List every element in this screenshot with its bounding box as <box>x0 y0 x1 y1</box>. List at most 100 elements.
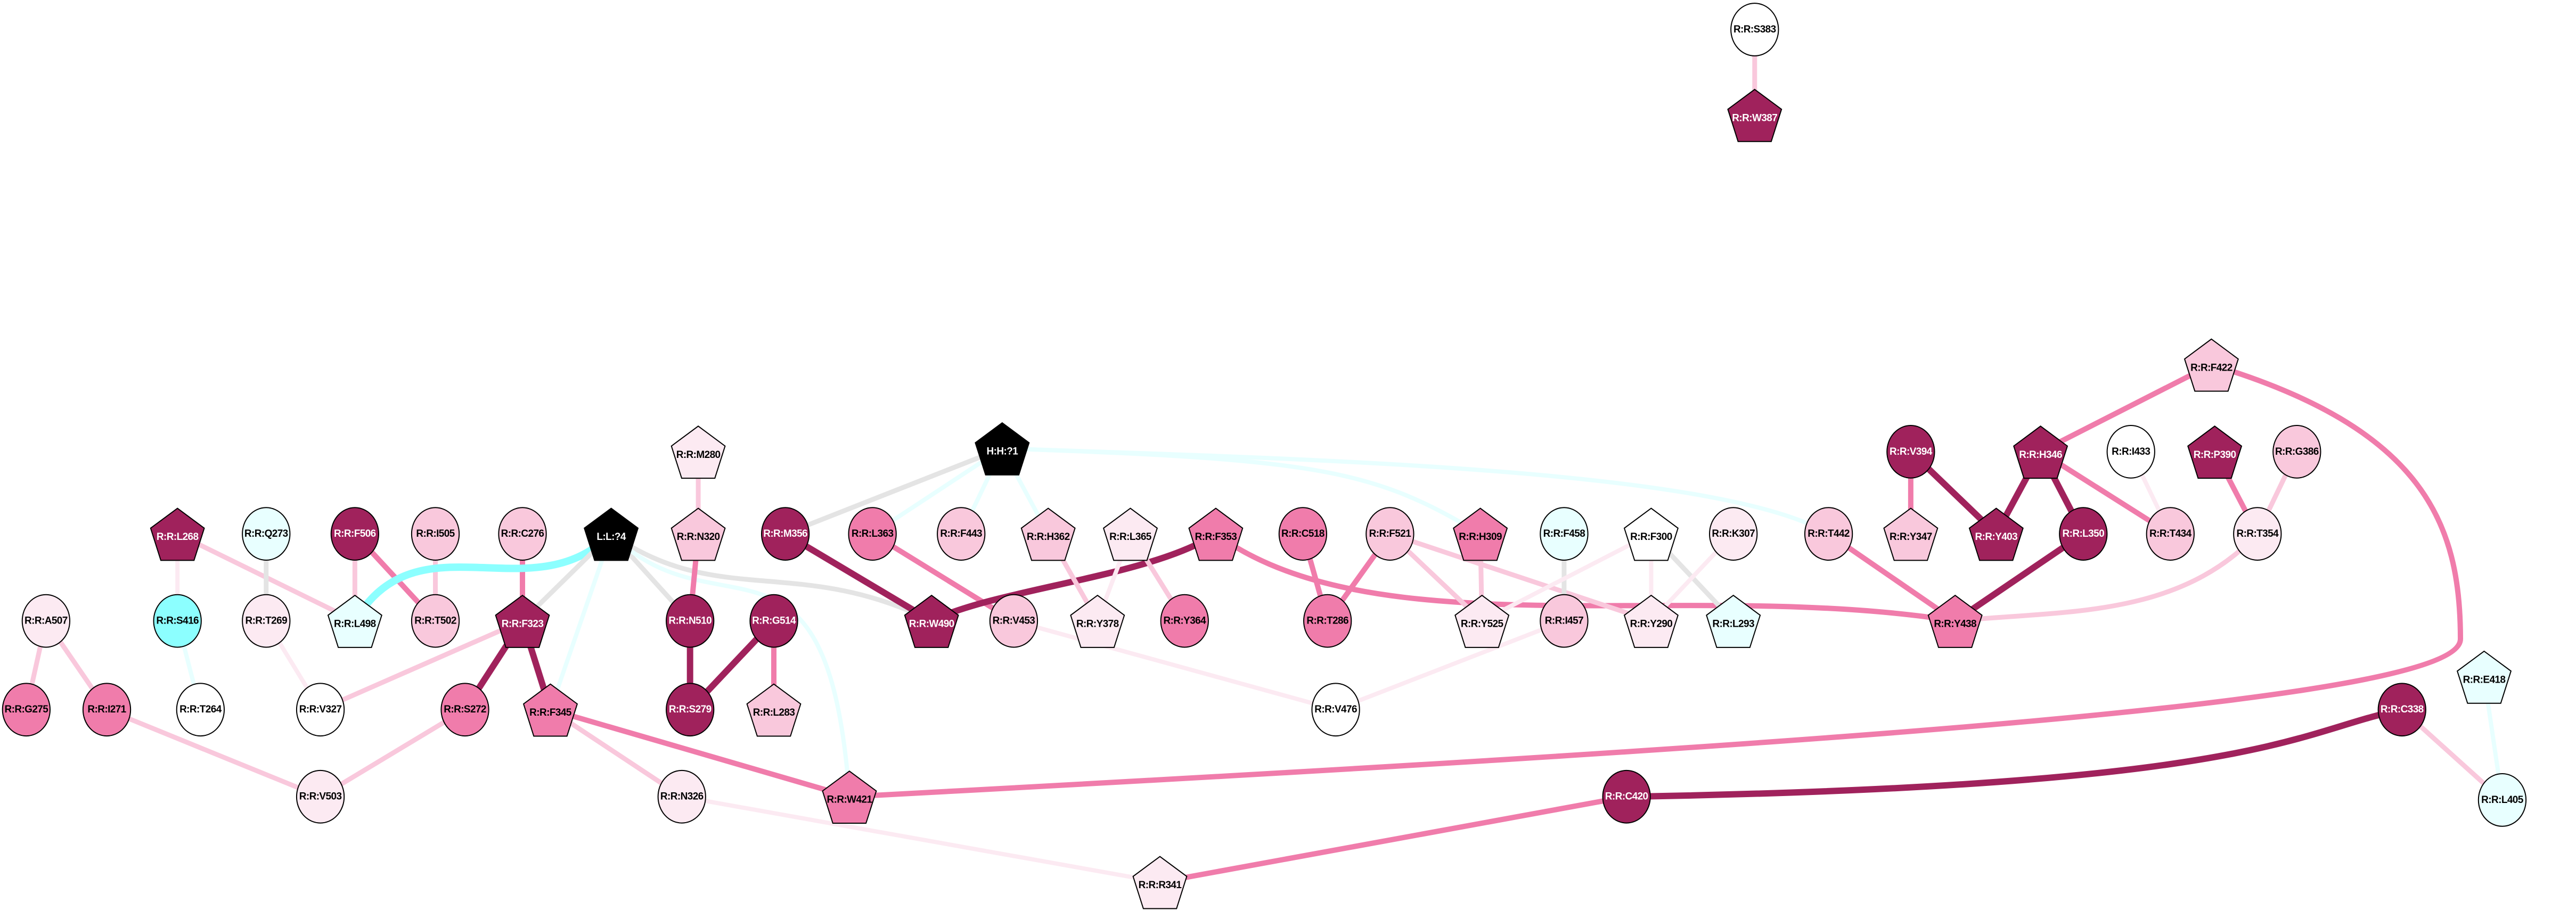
node-g514[interactable]: R:R:G514 <box>749 594 798 648</box>
node-c420[interactable]: R:R:C420 <box>1602 769 1651 824</box>
node-k307[interactable]: R:R:K307 <box>1709 507 1758 561</box>
node-i271[interactable]: R:R:I271 <box>82 683 132 737</box>
node-h309[interactable]: R:R:H309 <box>1453 507 1508 561</box>
node-f323[interactable]: R:R:F323 <box>495 594 550 648</box>
node-y364[interactable]: R:R:Y364 <box>1160 594 1209 648</box>
node-label: R:R:V453 <box>993 616 1035 627</box>
node-v327[interactable]: R:R:V327 <box>296 683 345 737</box>
node-f443[interactable]: R:R:F443 <box>937 507 986 561</box>
node-h1[interactable]: H:H:?1 <box>975 422 1030 476</box>
node-t434[interactable]: R:R:T434 <box>2146 507 2195 561</box>
pentagon-node-shape <box>150 507 205 561</box>
node-c338[interactable]: R:R:C338 <box>2377 683 2426 737</box>
node-f353[interactable]: R:R:F353 <box>1188 507 1244 561</box>
node-y378[interactable]: R:R:Y378 <box>1070 594 1125 648</box>
node-label: R:R:L283 <box>753 707 795 718</box>
node-label: R:R:V327 <box>299 704 342 715</box>
node-n320[interactable]: R:R:N320 <box>670 507 726 561</box>
node-h362[interactable]: R:R:H362 <box>1020 507 1076 561</box>
node-l363[interactable]: R:R:L363 <box>848 507 897 561</box>
node-label: R:R:S272 <box>444 704 486 715</box>
node-label: R:R:S383 <box>1733 24 1776 35</box>
node-v453[interactable]: R:R:V453 <box>989 594 1038 648</box>
node-n326[interactable]: R:R:N326 <box>657 769 706 824</box>
node-label: R:R:M356 <box>763 528 807 539</box>
node-f300[interactable]: R:R:F300 <box>1623 507 1679 561</box>
node-l350[interactable]: R:R:L350 <box>2059 507 2108 561</box>
node-p390[interactable]: R:R:P390 <box>2187 425 2243 479</box>
node-y438[interactable]: R:R:Y438 <box>1927 594 1983 648</box>
node-f521[interactable]: R:R:F521 <box>1365 507 1414 561</box>
node-l293[interactable]: R:R:L293 <box>1706 594 1761 648</box>
node-c276[interactable]: R:R:C276 <box>498 507 547 561</box>
node-t502[interactable]: R:R:T502 <box>411 594 460 648</box>
node-w421[interactable]: R:R:W421 <box>822 770 877 824</box>
node-s279[interactable]: R:R:S279 <box>666 683 715 737</box>
node-e418[interactable]: R:R:E418 <box>2456 650 2512 704</box>
node-s383[interactable]: R:R:S383 <box>1730 3 1779 56</box>
pentagon-node-shape <box>1727 88 1782 142</box>
node-label: R:R:T286 <box>1306 616 1348 627</box>
node-r341[interactable]: R:R:R341 <box>1132 856 1188 909</box>
node-w387[interactable]: R:R:W387 <box>1727 88 1782 142</box>
node-t264[interactable]: R:R:T264 <box>176 683 225 737</box>
node-f458[interactable]: R:R:F458 <box>1540 507 1589 561</box>
node-f506[interactable]: R:R:F506 <box>330 507 380 561</box>
node-label: R:R:Y364 <box>1163 616 1206 627</box>
node-i505[interactable]: R:R:I505 <box>411 507 460 561</box>
node-y403[interactable]: R:R:Y403 <box>1968 507 2024 561</box>
edge-I457-V476 <box>1335 619 1565 712</box>
node-label: R:R:F345 <box>529 707 572 718</box>
edge-S272-V503 <box>319 707 467 799</box>
node-f345[interactable]: R:R:F345 <box>522 683 578 737</box>
node-c518[interactable]: R:R:C518 <box>1278 507 1328 561</box>
node-n510[interactable]: R:R:N510 <box>666 594 715 648</box>
node-i457[interactable]: R:R:I457 <box>1540 594 1589 648</box>
circle-node-shape <box>1540 507 1589 561</box>
node-t269[interactable]: R:R:T269 <box>242 594 291 648</box>
node-t442[interactable]: R:R:T442 <box>1804 507 1853 561</box>
node-t354[interactable]: R:R:T354 <box>2233 507 2282 561</box>
node-t286[interactable]: R:R:T286 <box>1303 594 1352 648</box>
node-label: R:R:F443 <box>940 528 982 539</box>
node-l365[interactable]: R:R:L365 <box>1102 507 1158 561</box>
node-g386[interactable]: R:R:G386 <box>2272 425 2321 479</box>
node-label: R:R:F458 <box>1543 528 1585 539</box>
node-y525[interactable]: R:R:Y525 <box>1454 594 1510 648</box>
pentagon-node-shape <box>1132 856 1188 909</box>
node-v394[interactable]: R:R:V394 <box>1886 425 1935 479</box>
node-s416[interactable]: R:R:S416 <box>153 594 202 648</box>
node-h346[interactable]: R:R:H346 <box>2013 425 2068 479</box>
circle-node-shape <box>296 769 345 824</box>
pentagon-node-shape <box>584 507 639 561</box>
node-s272[interactable]: R:R:S272 <box>440 683 489 737</box>
edge-L350-Y438 <box>1953 531 2086 624</box>
node-y290[interactable]: R:R:Y290 <box>1623 594 1679 648</box>
node-l4[interactable]: L:L:?4 <box>584 507 639 561</box>
edge-L4-W421 <box>609 532 852 797</box>
node-v476[interactable]: R:R:V476 <box>1311 683 1360 737</box>
node-q273[interactable]: R:R:Q273 <box>242 507 291 561</box>
edge-I271-V503 <box>105 707 322 799</box>
node-l268[interactable]: R:R:L268 <box>150 507 205 561</box>
node-label: R:R:P390 <box>2194 449 2236 461</box>
node-y347[interactable]: R:R:Y347 <box>1883 507 1939 561</box>
node-f422[interactable]: R:R:F422 <box>2184 338 2239 392</box>
pentagon-node-shape <box>1927 594 1983 648</box>
node-a507[interactable]: R:R:A507 <box>21 594 71 648</box>
node-label: R:R:F353 <box>1195 531 1237 543</box>
node-l283[interactable]: R:R:L283 <box>746 683 802 737</box>
node-m356[interactable]: R:R:M356 <box>760 507 810 561</box>
node-w490[interactable]: R:R:W490 <box>904 594 959 648</box>
edge-L4-L498 <box>351 531 614 623</box>
edge-R341-C420 <box>1159 794 1628 885</box>
node-g275[interactable]: R:R:G275 <box>2 683 51 737</box>
node-l405[interactable]: R:R:L405 <box>2477 773 2527 827</box>
circle-node-shape <box>242 507 291 561</box>
node-i433[interactable]: R:R:I433 <box>2106 425 2155 479</box>
node-l498[interactable]: R:R:L498 <box>327 594 382 648</box>
node-label: R:R:W421 <box>827 794 872 806</box>
node-label: R:R:L363 <box>852 528 894 539</box>
node-v503[interactable]: R:R:V503 <box>296 769 345 824</box>
node-m280[interactable]: R:R:M280 <box>670 425 726 479</box>
